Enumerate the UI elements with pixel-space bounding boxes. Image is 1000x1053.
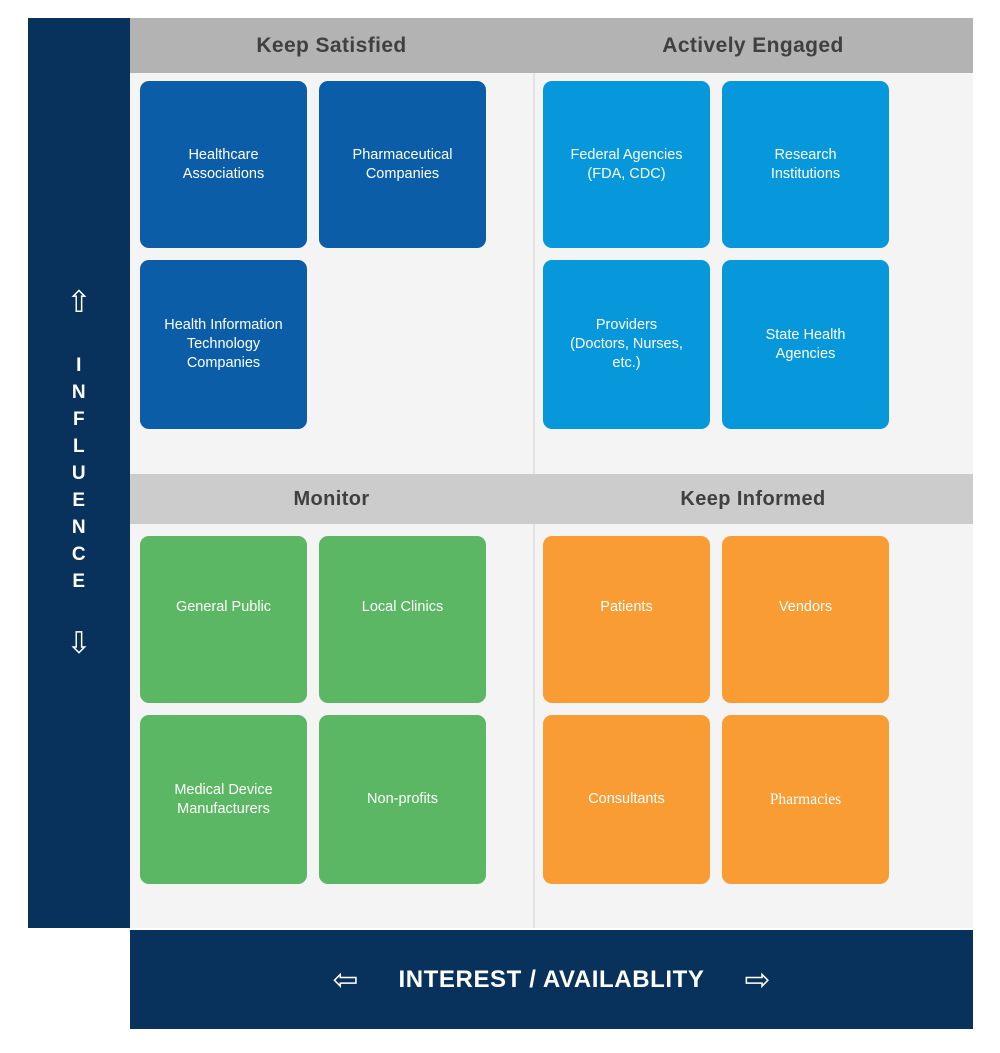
bottom-quadrant-headers: Monitor Keep Informed xyxy=(130,474,973,524)
top-quadrant-headers: Keep Satisfied Actively Engaged xyxy=(130,18,973,73)
header-monitor: Monitor xyxy=(130,474,533,524)
influence-letter: N xyxy=(71,381,87,403)
influence-letter: F xyxy=(72,408,86,430)
header-keep-satisfied: Keep Satisfied xyxy=(130,18,533,73)
interest-axis-label: INTEREST / AVAILABLITY xyxy=(398,965,705,993)
stakeholder-card[interactable]: Vendors xyxy=(722,536,889,703)
influence-axis-label: I N F L U E N C E xyxy=(72,352,86,595)
stakeholder-card[interactable]: General Public xyxy=(140,536,307,703)
interest-axis: ⇦ INTEREST / AVAILABLITY ⇨ xyxy=(130,930,973,1029)
arrow-left-icon: ⇦ xyxy=(332,962,359,997)
influence-letter: E xyxy=(72,570,86,592)
influence-letter: C xyxy=(71,543,87,565)
stakeholder-card[interactable]: Local Clinics xyxy=(319,536,486,703)
header-keep-informed: Keep Informed xyxy=(533,474,973,524)
stakeholder-card[interactable]: Patients xyxy=(543,536,710,703)
quadrant-keep-informed: Patients Vendors Consultants Pharmacies xyxy=(543,536,963,884)
quadrant-title: Keep Satisfied xyxy=(256,33,407,57)
quadrant-title: Actively Engaged xyxy=(662,33,844,57)
influence-letter: U xyxy=(71,462,87,484)
influence-axis: ⇧ I N F L U E N C E ⇩ xyxy=(28,18,130,928)
arrow-up-icon: ⇧ xyxy=(66,285,92,319)
influence-letter: E xyxy=(72,489,86,511)
quadrant-title: Keep Informed xyxy=(680,487,826,510)
influence-letter: L xyxy=(72,435,86,457)
stakeholder-card[interactable]: Federal Agencies(FDA, CDC) xyxy=(543,81,710,248)
quadrant-monitor: General Public Local Clinics Medical Dev… xyxy=(140,536,523,884)
header-actively-engaged: Actively Engaged xyxy=(533,18,973,73)
stakeholder-card[interactable]: Providers(Doctors, Nurses,etc.) xyxy=(543,260,710,429)
stakeholder-card[interactable]: Consultants xyxy=(543,715,710,884)
arrow-right-icon: ⇨ xyxy=(744,962,771,997)
influence-letter: N xyxy=(71,516,87,538)
influence-letter: I xyxy=(76,354,82,376)
arrow-down-icon: ⇩ xyxy=(66,626,92,660)
matrix-grid: Keep Satisfied Actively Engaged Monitor … xyxy=(130,18,973,928)
stakeholder-card[interactable]: Non-profits xyxy=(319,715,486,884)
quadrant-title: Monitor xyxy=(293,487,370,510)
stakeholder-card[interactable]: Pharmacies xyxy=(722,715,889,884)
vertical-divider xyxy=(533,18,535,928)
